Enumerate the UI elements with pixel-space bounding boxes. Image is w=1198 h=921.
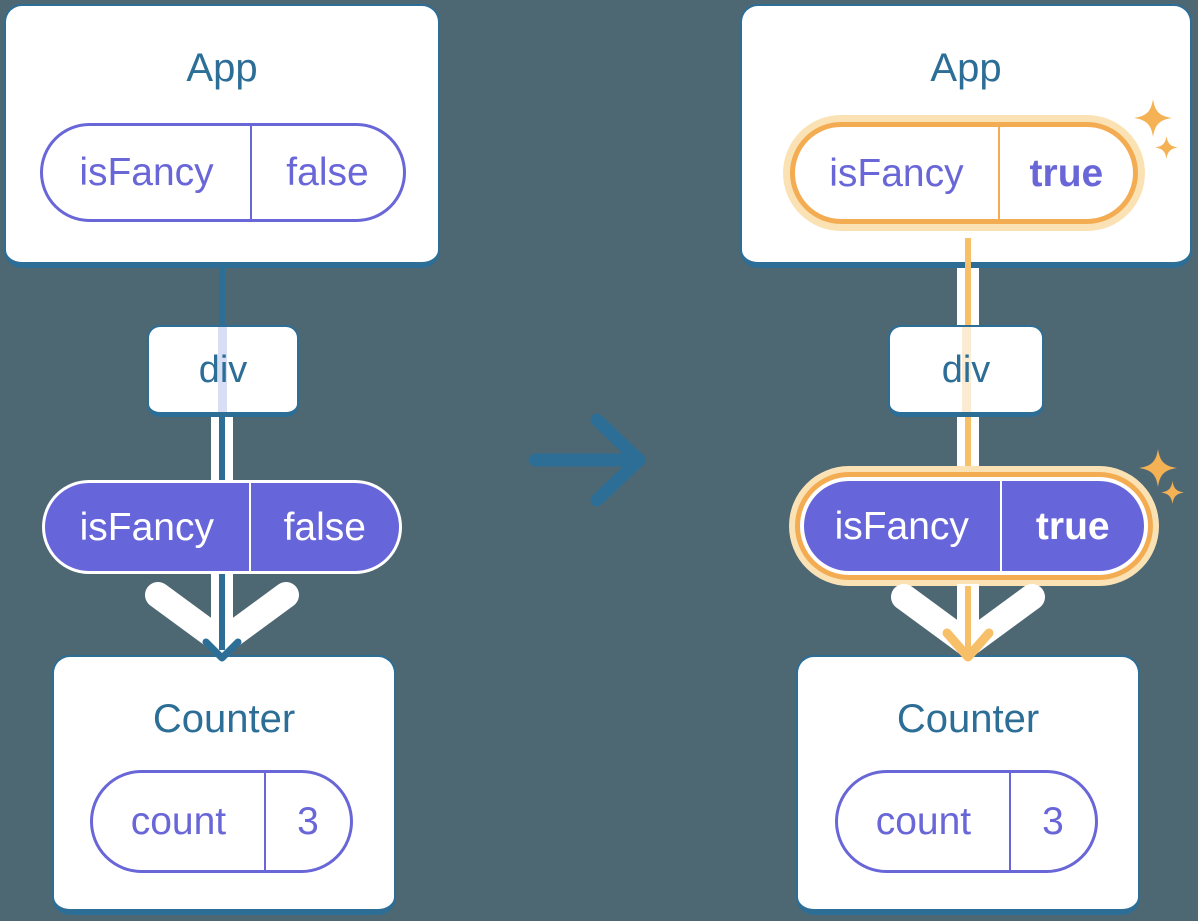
right-app-div-line-core — [965, 238, 971, 325]
right-app-title: App — [930, 46, 1002, 90]
sparkle-icon — [1155, 136, 1178, 159]
left-app-card: App isFancy false — [4, 4, 440, 268]
prop-value: false — [248, 483, 399, 571]
right-counter-title: Counter — [896, 697, 1040, 741]
left-prop-pill: isFancy false — [42, 480, 402, 574]
left-counter-title: Counter — [152, 697, 296, 741]
left-prop-pass-line — [218, 327, 227, 412]
state-name: isFancy — [79, 151, 214, 194]
left-app-state-pill: isFancy false — [40, 123, 406, 222]
right-prop-pass-line — [962, 327, 971, 412]
right-app-state-pill: isFancy true — [790, 122, 1138, 224]
state-name: count — [875, 800, 972, 843]
sparkle-icon — [1161, 481, 1184, 504]
left-div-label: div — [198, 348, 248, 391]
right-div-card: div — [888, 325, 1044, 417]
left-app-title: App — [186, 46, 258, 90]
prop-value: true — [999, 481, 1145, 571]
state-value: 3 — [1008, 773, 1095, 870]
state-name: count — [130, 800, 227, 843]
right-div-label: div — [941, 348, 991, 391]
right-app-card: App isFancy true — [740, 4, 1192, 268]
arrow-down-icon — [145, 572, 299, 662]
right-prop-pill: isFancy true — [800, 477, 1148, 575]
sparkle-icon — [1139, 449, 1177, 487]
left-app-div-line — [219, 266, 225, 326]
left-counter-card: Counter count 3 — [52, 655, 396, 915]
state-name: isFancy — [829, 151, 964, 195]
state-value: false — [250, 126, 403, 219]
left-div-pill-line-core — [219, 417, 225, 481]
prop-name: isFancy — [834, 504, 969, 548]
left-div-card: div — [147, 325, 299, 417]
arrow-right-icon — [528, 413, 646, 507]
right-div-pill-line-core — [965, 417, 971, 468]
right-counter-card: Counter count 3 — [796, 655, 1140, 915]
state-value: 3 — [263, 773, 350, 870]
state-value: true — [997, 127, 1133, 219]
right-counter-state-pill: count 3 — [835, 770, 1098, 873]
left-counter-state-pill: count 3 — [90, 770, 353, 873]
prop-name: isFancy — [79, 505, 214, 549]
sparkle-icon — [1134, 99, 1172, 137]
arrow-down-icon — [891, 584, 1045, 662]
